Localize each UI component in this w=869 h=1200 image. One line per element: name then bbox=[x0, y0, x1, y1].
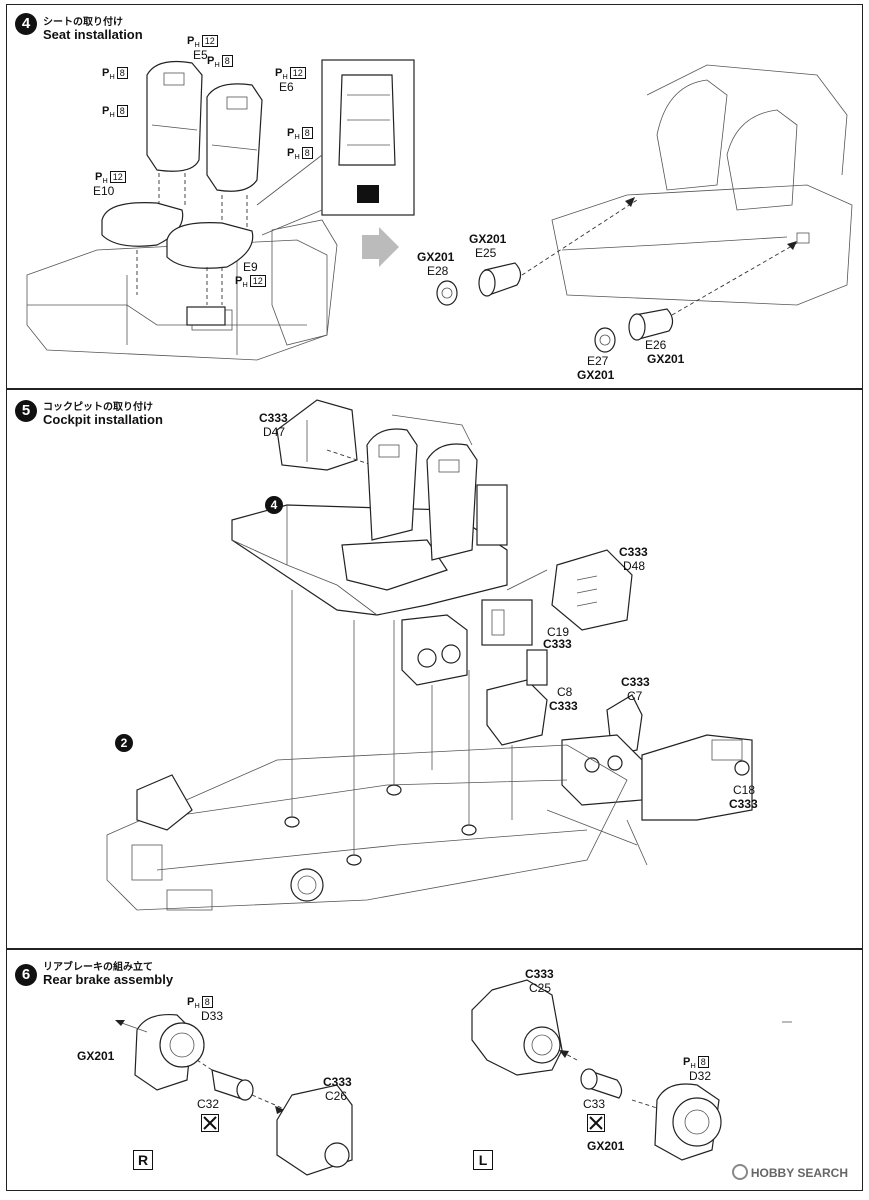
paint-code-c333: C333 bbox=[549, 699, 578, 713]
step-title-en: Cockpit installation bbox=[43, 412, 163, 427]
part-label-e26: E26 bbox=[645, 338, 667, 352]
paint-code-c333: C333 bbox=[543, 637, 572, 651]
paint-code-c333: C333 bbox=[621, 675, 650, 689]
step-title-jp: シートの取り付け bbox=[43, 17, 123, 28]
step-number: 6 bbox=[15, 964, 37, 986]
part-label-e27: E27 bbox=[587, 354, 609, 368]
part-label-e28: E28 bbox=[427, 264, 449, 278]
part-label-e6: E6 bbox=[279, 80, 294, 94]
crossed-tools-icon bbox=[203, 1116, 217, 1130]
callout-step-4: 4 bbox=[265, 496, 283, 514]
tool-icon bbox=[201, 1114, 219, 1132]
side-label-right: R bbox=[133, 1150, 153, 1170]
step-title-jp: コックピットの取り付け bbox=[43, 402, 153, 413]
paint-code-gx201: GX201 bbox=[577, 368, 615, 382]
part-label-e10: E10 bbox=[93, 184, 115, 198]
paint-code-gx201: GX201 bbox=[469, 232, 507, 246]
part-label-d47: D47 bbox=[263, 425, 286, 439]
part-label-e25: E25 bbox=[475, 246, 497, 260]
seat-installation-drawing bbox=[26, 59, 853, 361]
paint-code-c333: C333 bbox=[619, 545, 648, 559]
part-label-c32: C32 bbox=[197, 1097, 220, 1111]
part-label-c25: C25 bbox=[529, 981, 552, 995]
part-label-c19: C19 bbox=[547, 625, 570, 639]
watermark: HOBBY SEARCH bbox=[731, 1164, 848, 1180]
part-label-e9: E9 bbox=[243, 260, 258, 274]
part-label-c33: C33 bbox=[583, 1097, 606, 1111]
part-label-c7: C7 bbox=[627, 689, 643, 703]
step-title-en: Seat installation bbox=[43, 27, 143, 42]
paint-code-gx201: GX201 bbox=[417, 250, 455, 264]
part-label-d33: D33 bbox=[201, 1009, 224, 1023]
step-title-jp: リアブレーキの組み立て bbox=[43, 962, 153, 973]
rear-brake-drawing bbox=[115, 979, 792, 1176]
paint-code-c333: C333 bbox=[259, 411, 288, 425]
cockpit-installation-drawing bbox=[106, 399, 753, 911]
paint-code-c333: C333 bbox=[525, 967, 554, 981]
crossed-tools-icon bbox=[589, 1116, 603, 1130]
side-label-left: L bbox=[473, 1150, 493, 1170]
part-label-d48: D48 bbox=[623, 559, 646, 573]
step-4-panel: 4 シートの取り付け Seat installation bbox=[6, 4, 863, 389]
part-label-c8: C8 bbox=[557, 685, 573, 699]
part-label-e5: E5 bbox=[193, 48, 208, 62]
paint-code-gx201: GX201 bbox=[647, 352, 685, 366]
hobby-search-logo-icon bbox=[731, 1164, 748, 1180]
step-6-panel: 6 リアブレーキの組み立て Rear brake assembly PH bbox=[6, 949, 863, 1191]
paint-code-c333: C333 bbox=[323, 1075, 352, 1089]
part-label-c18: C18 bbox=[733, 783, 756, 797]
paint-code-gx201: GX201 bbox=[587, 1139, 625, 1153]
part-label-d32: D32 bbox=[689, 1069, 712, 1083]
part-label-c26: C26 bbox=[325, 1089, 348, 1103]
paint-code-c333: C333 bbox=[729, 797, 758, 811]
step-title-en: Rear brake assembly bbox=[43, 972, 174, 987]
paint-code-gx201: GX201 bbox=[77, 1049, 115, 1063]
step-number: 4 bbox=[15, 13, 37, 35]
step-5-panel: 5 コックピットの取り付け Cockpit installation bbox=[6, 389, 863, 949]
step-number: 5 bbox=[15, 400, 37, 422]
tool-icon bbox=[587, 1114, 605, 1132]
callout-step-2: 2 bbox=[115, 734, 133, 752]
